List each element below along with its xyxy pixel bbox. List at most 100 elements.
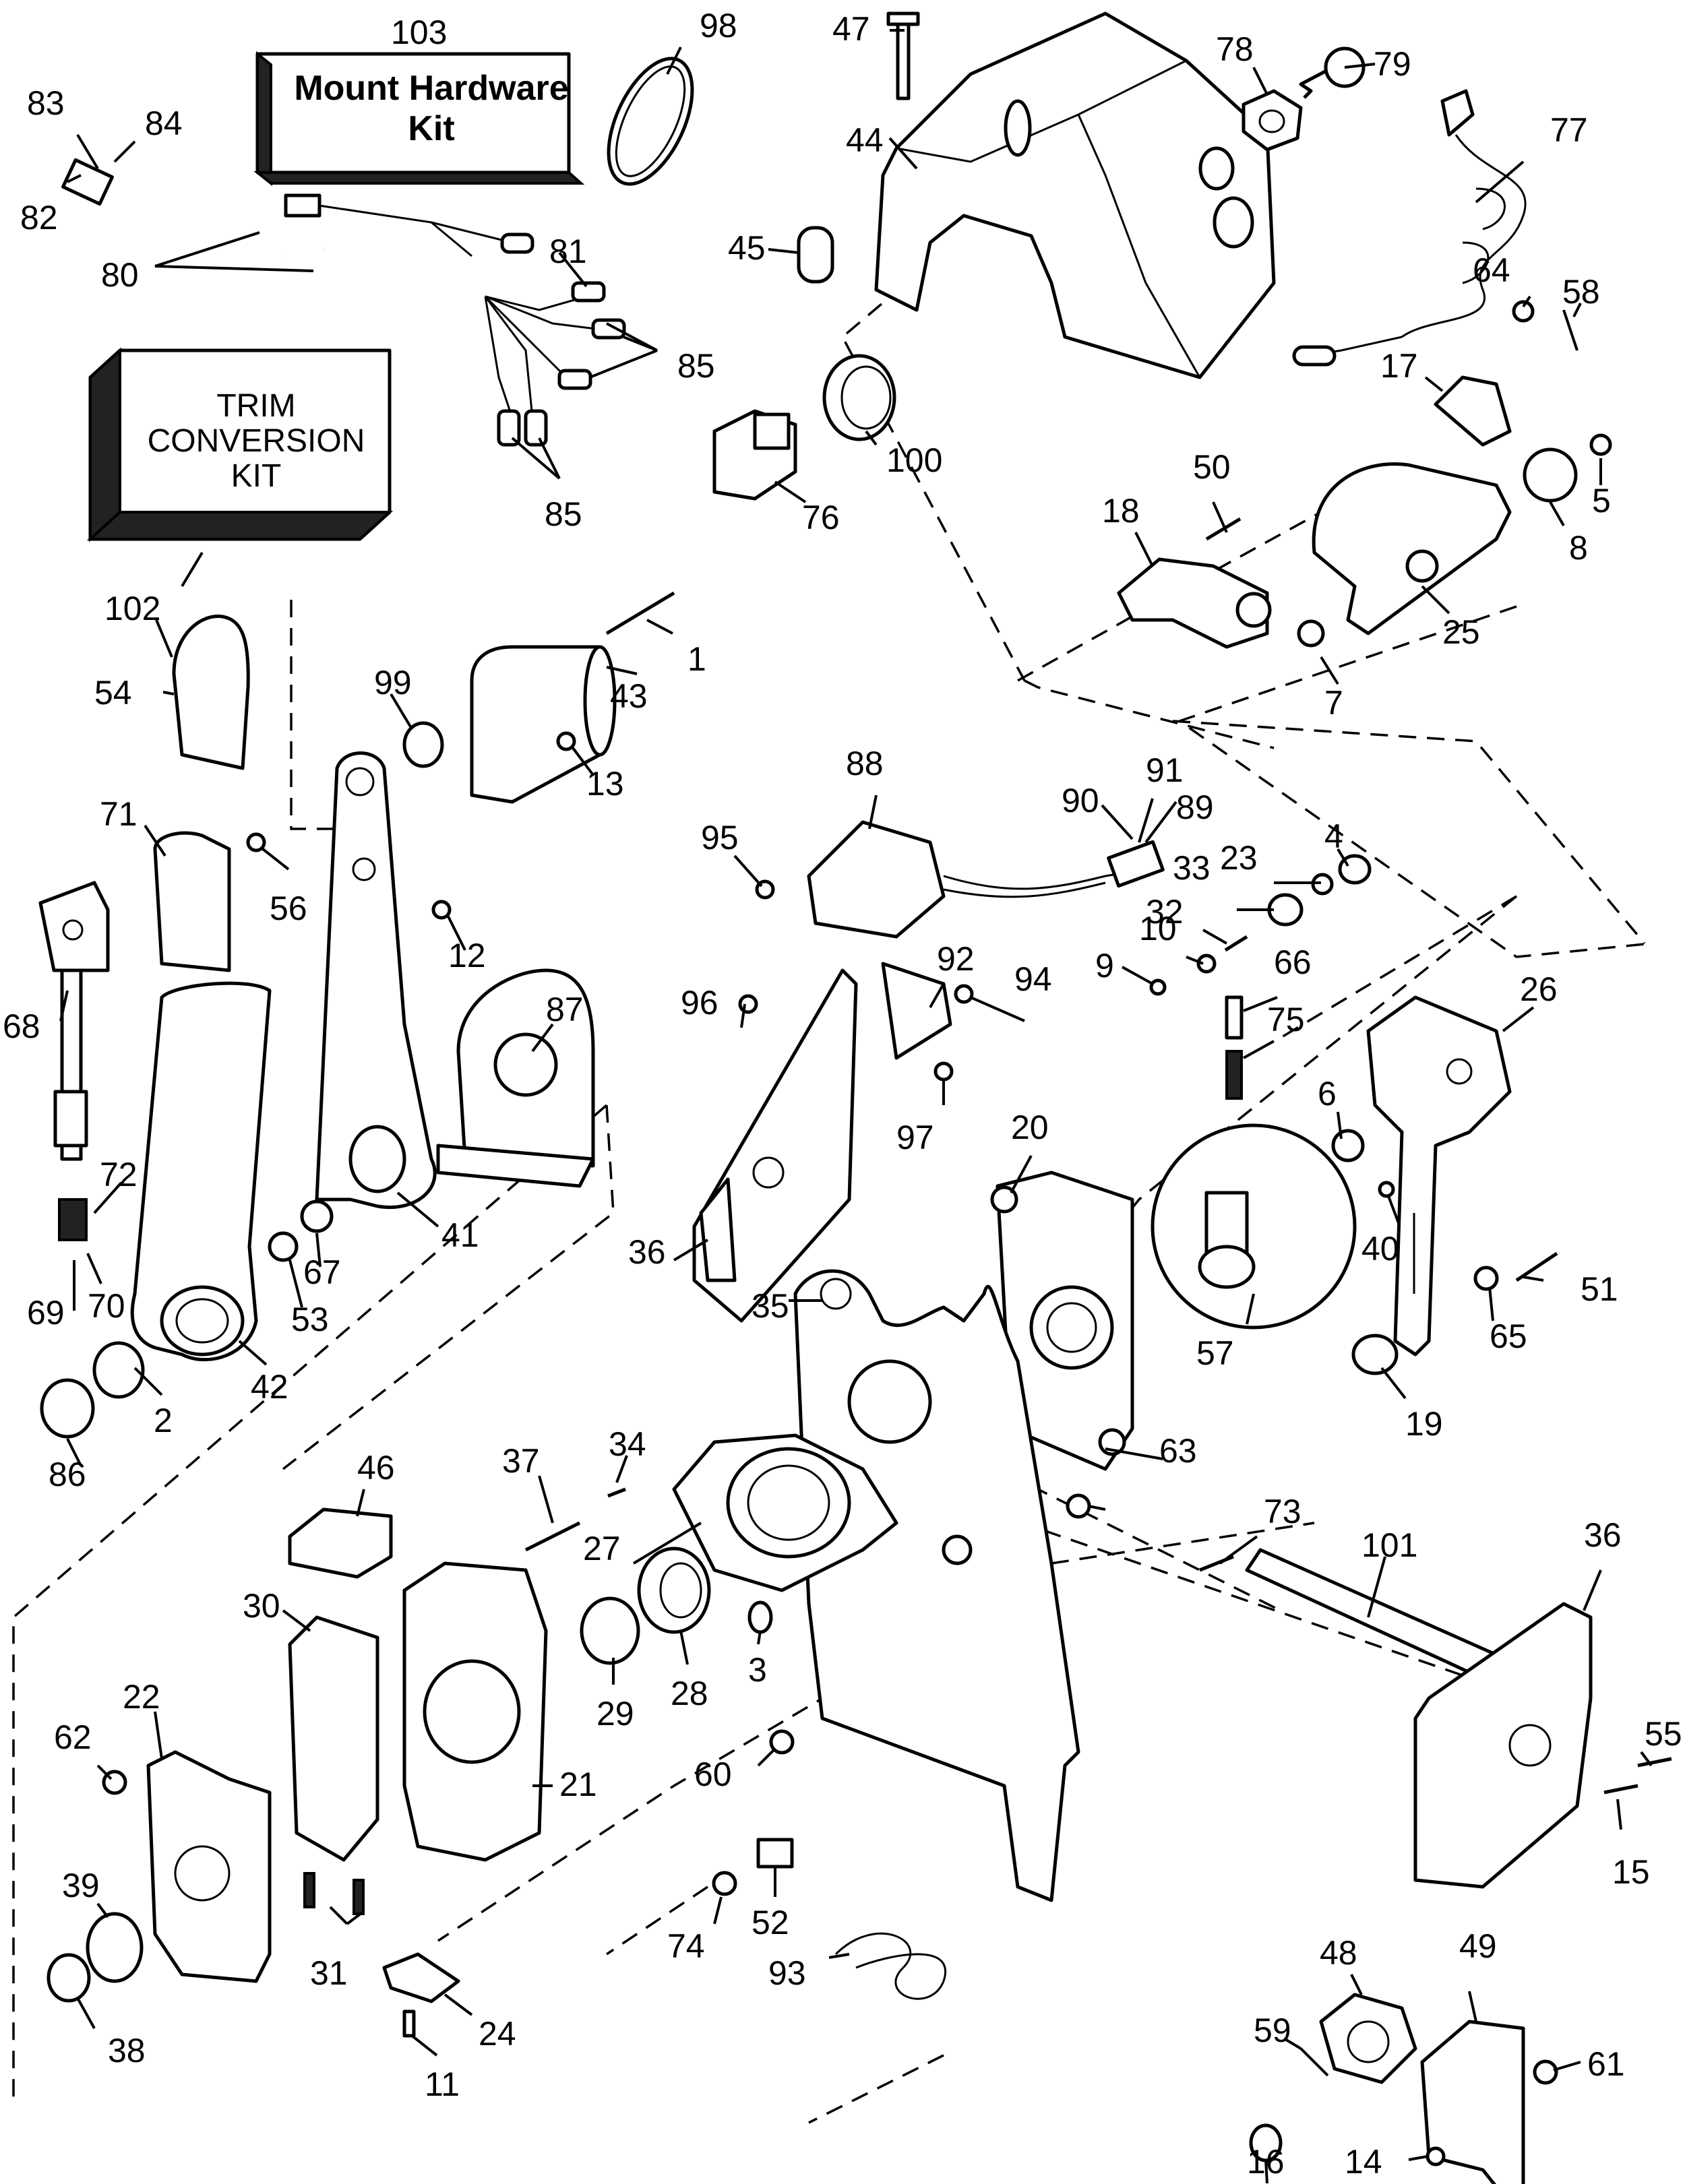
callout-25: 25 bbox=[1442, 613, 1480, 651]
bracket-92 bbox=[881, 962, 952, 1060]
callout-22: 22 bbox=[123, 1678, 160, 1716]
lanyard-77 bbox=[1292, 89, 1527, 367]
screw-11 bbox=[402, 2009, 416, 2038]
callout-76: 76 bbox=[802, 499, 840, 536]
callout-64: 64 bbox=[1473, 251, 1510, 289]
callout-60: 60 bbox=[694, 1755, 732, 1793]
callout-59: 59 bbox=[1254, 2011, 1291, 2049]
housing-21 bbox=[402, 1561, 548, 1862]
callout-51: 51 bbox=[1581, 1270, 1618, 1308]
screw-55 bbox=[1637, 1757, 1672, 1768]
callout-29: 29 bbox=[596, 1695, 634, 1733]
callout-28: 28 bbox=[671, 1675, 708, 1712]
pad-46 bbox=[288, 1507, 393, 1579]
callout-36-mid: 36 bbox=[628, 1233, 666, 1271]
screw-13 bbox=[556, 731, 576, 751]
plate-30 bbox=[288, 1615, 379, 1862]
nut-63 bbox=[1066, 1493, 1091, 1519]
pin-66 bbox=[1225, 995, 1244, 1040]
tie-93 bbox=[834, 1932, 946, 2000]
callout-18: 18 bbox=[1102, 492, 1140, 530]
rod-101 bbox=[1245, 1548, 1505, 1691]
nut-97 bbox=[933, 1061, 954, 1082]
callout-31: 31 bbox=[310, 1954, 348, 1992]
spring-31b bbox=[353, 1879, 365, 1915]
mount-hardware-kit-box: Mount Hardware Kit bbox=[253, 51, 585, 187]
bolt-47 bbox=[886, 11, 920, 100]
spring-31a bbox=[303, 1872, 315, 1908]
callout-57: 57 bbox=[1196, 1334, 1234, 1372]
callout-23: 23 bbox=[1220, 839, 1258, 877]
screw-1 bbox=[605, 591, 675, 635]
callout-66: 66 bbox=[1274, 943, 1312, 981]
callout-103: 103 bbox=[391, 13, 447, 51]
callout-87: 87 bbox=[546, 991, 584, 1028]
callout-37: 37 bbox=[502, 1442, 540, 1480]
callout-78: 78 bbox=[1216, 30, 1254, 68]
washer-8 bbox=[1523, 447, 1578, 503]
callout-19: 19 bbox=[1405, 1405, 1443, 1443]
callout-6: 6 bbox=[1318, 1075, 1337, 1113]
screw-14 bbox=[1426, 2146, 1446, 2166]
assembly-20 bbox=[990, 1171, 1134, 1471]
callout-102: 102 bbox=[104, 590, 160, 627]
callout-46: 46 bbox=[357, 1449, 395, 1487]
callout-88: 88 bbox=[846, 745, 884, 782]
callout-45: 45 bbox=[728, 229, 766, 267]
spacer-99 bbox=[402, 721, 444, 768]
callout-15: 15 bbox=[1612, 1853, 1650, 1891]
callout-79: 79 bbox=[1374, 45, 1411, 83]
callout-98: 98 bbox=[700, 7, 737, 44]
screw-15 bbox=[1603, 1784, 1638, 1795]
nut-61 bbox=[1533, 2059, 1558, 2085]
callout-93: 93 bbox=[768, 1954, 806, 1992]
nut-74 bbox=[712, 1871, 737, 1896]
callout-17: 17 bbox=[1380, 347, 1418, 385]
callout-2: 2 bbox=[154, 1402, 173, 1439]
callout-91: 91 bbox=[1146, 751, 1184, 789]
washer-67 bbox=[300, 1199, 334, 1233]
callout-43: 43 bbox=[610, 677, 648, 715]
callout-21: 21 bbox=[559, 1766, 597, 1803]
screw-34 bbox=[607, 1487, 626, 1498]
handle-41 bbox=[315, 751, 437, 1209]
housing-87 bbox=[436, 968, 595, 1188]
callout-69: 69 bbox=[27, 1294, 65, 1332]
pin-59 bbox=[1299, 2047, 1329, 2077]
screw-37 bbox=[524, 1521, 581, 1552]
callout-94: 94 bbox=[1014, 960, 1052, 998]
pin-3 bbox=[747, 1600, 773, 1634]
trim-kit-line3: KIT bbox=[231, 458, 282, 494]
callout-61: 61 bbox=[1587, 2045, 1625, 2083]
control-cover bbox=[874, 11, 1276, 379]
plate-26 bbox=[1366, 995, 1512, 1356]
callout-11: 11 bbox=[425, 2065, 460, 2103]
nut-94 bbox=[954, 984, 974, 1004]
connector-89 bbox=[1107, 840, 1165, 888]
base-plate-35 bbox=[793, 1269, 1080, 1902]
callout-95: 95 bbox=[701, 819, 739, 856]
callout-96: 96 bbox=[681, 984, 718, 1022]
nut-60 bbox=[769, 1729, 795, 1755]
callout-82: 82 bbox=[20, 199, 58, 237]
callout-70: 70 bbox=[88, 1287, 125, 1325]
callout-100: 100 bbox=[886, 441, 942, 479]
o-ring-39 bbox=[86, 1912, 144, 1983]
callout-7: 7 bbox=[1324, 684, 1343, 722]
callout-42: 42 bbox=[251, 1368, 288, 1406]
callout-36-right: 36 bbox=[1584, 1516, 1622, 1554]
bushing-19 bbox=[1351, 1334, 1399, 1375]
o-ring-2 bbox=[92, 1341, 145, 1399]
callout-62: 62 bbox=[54, 1718, 92, 1756]
ring-29 bbox=[580, 1596, 640, 1665]
key-79 bbox=[1299, 46, 1366, 99]
callout-97: 97 bbox=[896, 1119, 934, 1156]
plate-22 bbox=[146, 1750, 272, 1983]
callout-14: 14 bbox=[1345, 2143, 1382, 2181]
callout-9: 9 bbox=[1095, 947, 1114, 985]
callout-52: 52 bbox=[752, 1904, 789, 1941]
washer-6 bbox=[1331, 1129, 1365, 1162]
callout-47: 47 bbox=[832, 10, 870, 48]
trim-conversion-kit-box: TRIM CONVERSION KIT bbox=[86, 347, 394, 542]
spring-33 bbox=[1267, 893, 1304, 927]
